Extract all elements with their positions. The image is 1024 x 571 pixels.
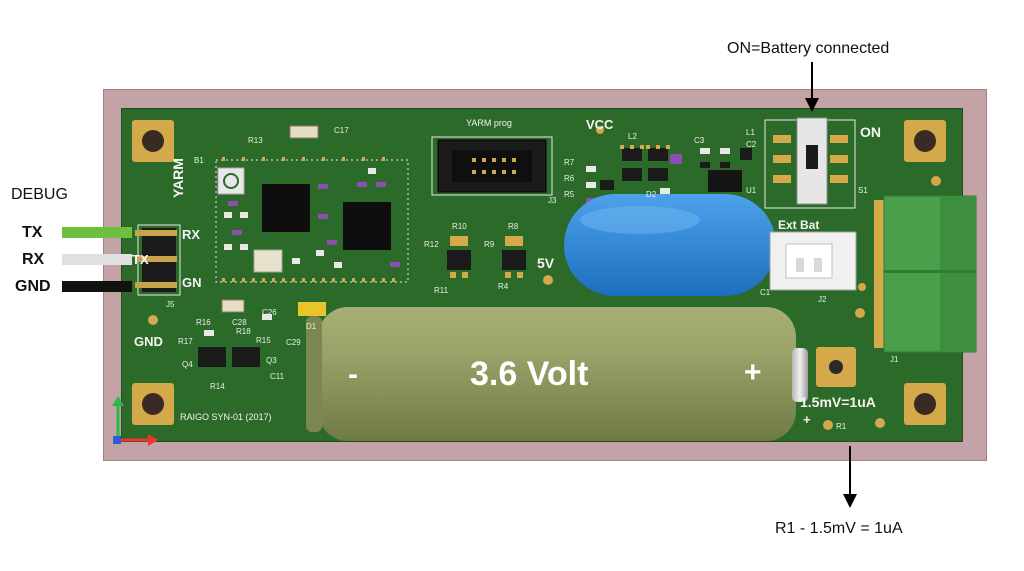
ref-c17: C17 <box>334 126 349 135</box>
ref-r1: R1 <box>836 422 847 431</box>
ref-r14: R14 <box>210 382 225 391</box>
ref-r13: R13 <box>248 136 263 145</box>
ref-u1: U1 <box>746 186 757 195</box>
ref-r16: R16 <box>196 318 211 327</box>
wire-rx <box>62 254 132 265</box>
ref-d1: D1 <box>306 322 317 331</box>
ref-b1: B1 <box>194 156 204 165</box>
led-yellow <box>298 302 326 316</box>
ref-q3: Q3 <box>266 356 277 365</box>
silk-vcc: VCC <box>586 117 614 132</box>
silk-plus-small: + <box>803 412 811 427</box>
silk-r1-note: 1.5mV=1uA <box>800 394 876 410</box>
mounting-hole-top-right <box>904 120 946 162</box>
ref-r6: R6 <box>564 174 575 183</box>
ref-j1: J1 <box>890 355 899 364</box>
silk-tx: TX <box>132 252 149 267</box>
silk-rx: RX <box>182 227 201 242</box>
ref-r7: R7 <box>564 158 575 167</box>
silk-ext-bat: Ext Bat <box>778 218 820 232</box>
debug-title: DEBUG <box>11 186 68 203</box>
ref-s1: S1 <box>858 186 868 195</box>
wire-label-rx: RX <box>22 251 45 268</box>
ic-mcu <box>262 184 310 232</box>
ref-r5: R5 <box>564 190 575 199</box>
axis-indicator <box>112 396 158 446</box>
bottom-callout-text: R1 - 1.5mV = 1uA <box>775 520 903 537</box>
silk-credit: RAIGO SYN-01 (2017) <box>180 412 272 422</box>
ref-r18: R18 <box>236 327 251 336</box>
ref-q4: Q4 <box>182 360 193 369</box>
silk-5v: 5V <box>537 255 555 271</box>
top-callout-text: ON=Battery connected <box>727 40 890 57</box>
ref-j2: J2 <box>818 295 827 304</box>
ref-c29: C29 <box>286 338 301 347</box>
ref-d2: D2 <box>646 190 657 199</box>
silk-gn: GN <box>182 275 202 290</box>
ref-r17: R17 <box>178 337 193 346</box>
battery-label: 3.6 Volt <box>470 355 589 393</box>
battery <box>306 307 808 441</box>
ref-j3: J3 <box>548 196 557 205</box>
ref-j5: J5 <box>166 300 175 309</box>
wire-label-gnd: GND <box>15 278 51 295</box>
silk-yarm-prog: YARM prog <box>466 118 512 128</box>
silk-yarm: YARM <box>170 158 186 198</box>
battery-minus: - <box>348 358 358 391</box>
ic-radio <box>343 202 391 250</box>
ref-c26: C26 <box>262 308 277 317</box>
mounting-hole-top-left <box>132 120 174 162</box>
battery-plus: + <box>744 356 762 389</box>
ref-c3: C3 <box>694 136 705 145</box>
terminal-block <box>874 195 977 353</box>
crystal <box>253 249 283 273</box>
ref-c1: C1 <box>760 288 771 297</box>
ref-r10: R10 <box>452 222 467 231</box>
silk-gnd: GND <box>134 334 163 349</box>
silk-on: ON <box>860 124 881 140</box>
ref-l1: L1 <box>746 128 755 137</box>
mounting-hole-bottom-right <box>904 383 946 425</box>
ref-c2: C2 <box>746 140 757 149</box>
wire-tx <box>62 227 132 238</box>
ref-r8: R8 <box>508 222 519 231</box>
ref-r9: R9 <box>484 240 495 249</box>
ref-r4: R4 <box>498 282 509 291</box>
mounting-hole-bottom-left <box>132 383 174 425</box>
ref-r12: R12 <box>424 240 439 249</box>
ref-r11: R11 <box>434 286 449 295</box>
ref-c11: C11 <box>270 372 285 381</box>
ic-u1 <box>708 170 742 192</box>
ref-l2: L2 <box>628 132 637 141</box>
antenna-b1 <box>217 167 245 195</box>
ref-r15: R15 <box>256 336 271 345</box>
wire-gnd <box>62 281 132 292</box>
ref-c28: C28 <box>232 318 247 327</box>
wire-label-tx: TX <box>22 224 43 241</box>
switch-knob <box>806 145 818 169</box>
